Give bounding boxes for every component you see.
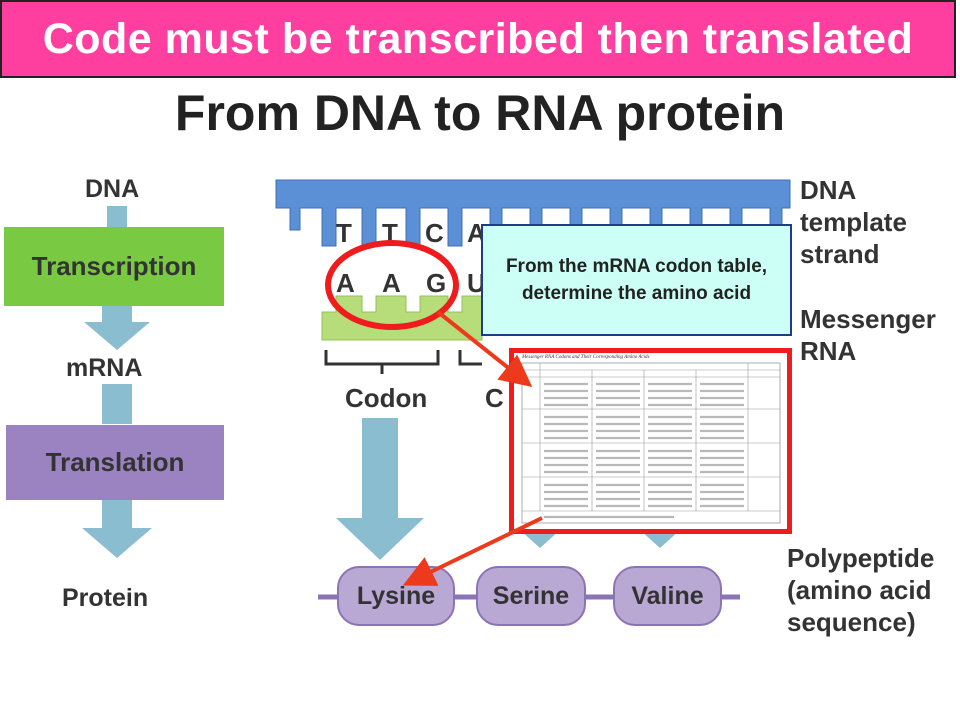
slide-heading: From DNA to RNA protein xyxy=(174,85,786,141)
codon-table-title: Messenger RNA Codons and Their Correspon… xyxy=(522,355,650,360)
rna-base-1: A xyxy=(336,268,355,298)
translation-box: Translation xyxy=(6,425,224,500)
callout-box: From the mRNA codon table, determine the… xyxy=(481,224,792,336)
amino-acid-serine: Serine xyxy=(476,566,586,626)
dna-base-3: C xyxy=(425,218,444,248)
amino-acid-valine: Valine xyxy=(613,566,722,626)
codon-bracket-2 xyxy=(458,350,482,366)
amino-acid-label: Valine xyxy=(631,581,704,610)
transcription-box: Transcription xyxy=(4,227,224,306)
codon-label-partial: C xyxy=(485,383,504,413)
label-dna-template-strand: DNA template strand xyxy=(800,175,907,269)
arrow-transcription-to-mrna xyxy=(84,304,150,350)
label-dna: DNA xyxy=(85,175,140,203)
title-banner: Code must be transcribed then translated xyxy=(0,0,956,78)
callout-text: From the mRNA codon table, determine the… xyxy=(505,256,768,304)
mrna-strand xyxy=(321,295,483,341)
label-messenger-rna: Messenger RNA xyxy=(800,304,936,366)
rna-base-3: G xyxy=(426,268,447,298)
amino-acid-lysine: Lysine xyxy=(337,566,455,626)
label-polypeptide: Polypeptide (amino acid sequence) xyxy=(787,543,935,637)
rna-base-2: A xyxy=(382,268,401,298)
label-mrna: mRNA xyxy=(66,354,143,382)
arrow-translation-to-protein xyxy=(82,498,152,558)
amino-acid-label: Serine xyxy=(492,581,570,610)
codon-bracket xyxy=(324,350,440,374)
label-protein: Protein xyxy=(62,584,149,612)
amino-acid-label: Lysine xyxy=(356,581,436,610)
arrow-codon-to-lysine xyxy=(336,418,424,560)
codon-table-image: Messenger RNA Codons and Their Correspon… xyxy=(509,348,792,534)
codon-label: Codon xyxy=(345,383,428,413)
dna-base-2: T xyxy=(382,218,398,248)
arrow-mrna-to-translation xyxy=(102,384,132,424)
codon-table-grid xyxy=(521,362,781,524)
transcription-label: Transcription xyxy=(31,251,197,281)
banner-title: Code must be transcribed then translated xyxy=(42,14,914,63)
dna-base-1: T xyxy=(336,218,352,248)
translation-label: Translation xyxy=(45,447,185,477)
arrow-dna-to-transcription xyxy=(107,206,127,228)
